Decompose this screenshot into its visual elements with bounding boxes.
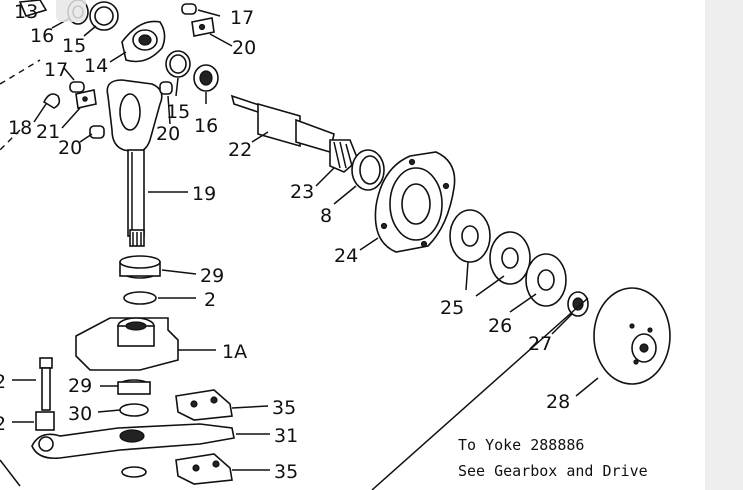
callout-17-left: 17: [44, 59, 68, 81]
part-14-housing: [121, 20, 166, 63]
callout-20-left: 20: [58, 137, 82, 159]
part-15-seal-top: [89, 1, 119, 31]
part-31-lever-arm: [31, 423, 235, 460]
callout-25: 25: [440, 297, 464, 319]
callout-labels: 13 16 15 17 20 14 17 18 21 20 15 20 16 2…: [0, 1, 570, 483]
callout-22: 22: [228, 139, 252, 161]
part-bolt-left: [39, 357, 53, 411]
part-26-disc-b: [525, 253, 567, 307]
part-16-bearing-mid: [193, 64, 219, 92]
part-15-seal-mid: [165, 50, 191, 78]
viewer-margin: [705, 0, 743, 490]
callout-14: 14: [84, 55, 108, 77]
part-13-hub: [18, 0, 48, 17]
part-17-pin-left: [69, 81, 85, 93]
part-18-clip: [42, 93, 61, 109]
part-24-housing-plate: [374, 151, 456, 253]
callout-8: 8: [320, 205, 332, 227]
callout-31: 31: [274, 425, 298, 447]
callout-15-top: 15: [62, 35, 86, 57]
callout-16-mid: 16: [194, 115, 218, 137]
part-25-disc: [449, 209, 491, 263]
part-29-bearing-lower: [117, 379, 151, 395]
callout-24: 24: [334, 245, 358, 267]
callout-35-upper: 35: [272, 397, 296, 419]
callout-2-upper: 2: [204, 289, 216, 311]
callout-13: 13: [14, 1, 38, 23]
part-20-plate-top: [191, 17, 215, 37]
note-gearbox: See Gearbox and Drive: [458, 462, 648, 480]
callout-20-mid: 20: [156, 123, 180, 145]
part-28-blade: [593, 287, 671, 385]
part-8-seal: [351, 149, 385, 191]
callout-29-upper: 29: [200, 265, 224, 287]
callout-26: 26: [488, 315, 512, 337]
callout-17-top: 17: [230, 7, 254, 29]
callout-18: 18: [8, 117, 32, 139]
leader-lines: [12, 9, 599, 471]
dashed-leader-bottom-left: [0, 459, 21, 487]
part-20-bushing-mid: [159, 81, 173, 95]
note-yoke: To Yoke 288886: [458, 436, 584, 454]
callout-2-nut: 2: [0, 413, 6, 435]
callout-19: 19: [192, 183, 216, 205]
viewer-thumbnail-overlay[interactable]: [56, 0, 86, 22]
part-washer-bottom: [121, 466, 147, 478]
yoke-connection-line: [371, 297, 589, 490]
part-30-seal: [119, 403, 149, 417]
part-20-bushing-left: [89, 125, 105, 139]
part-27-washer: [567, 291, 589, 317]
callout-2-bolt: 2: [0, 371, 6, 393]
callout-21: 21: [36, 121, 60, 143]
callout-35-lower: 35: [274, 461, 298, 483]
part-21-plate: [75, 89, 97, 109]
part-19-yoke-shaft: [106, 79, 163, 247]
part-nut-left: [35, 411, 55, 431]
part-26-disc: [489, 231, 531, 285]
part-35-block-upper: [175, 389, 233, 421]
part-17-pin-top: [181, 3, 197, 15]
callout-28: 28: [546, 391, 570, 413]
centerline-left: [0, 59, 41, 151]
diagram-notes: To Yoke 288886 See Gearbox and Drive: [458, 436, 648, 480]
callout-20-top: 20: [232, 37, 256, 59]
part-35-block-lower: [175, 453, 233, 485]
callout-15-mid: 15: [166, 101, 190, 123]
callout-23: 23: [290, 181, 314, 203]
part-29-bearing-upper: [119, 255, 161, 279]
part-23-bevel-gear: [329, 139, 359, 173]
callout-1A: 1A: [222, 341, 247, 363]
callout-29-lower: 29: [68, 375, 92, 397]
callout-30: 30: [68, 403, 92, 425]
callout-16-top: 16: [30, 25, 54, 47]
part-22-pinion-shaft: [230, 94, 335, 154]
part-1A-gearbox-base: [75, 317, 179, 371]
callout-27: 27: [528, 333, 552, 355]
part-2-oring-upper: [123, 291, 157, 305]
